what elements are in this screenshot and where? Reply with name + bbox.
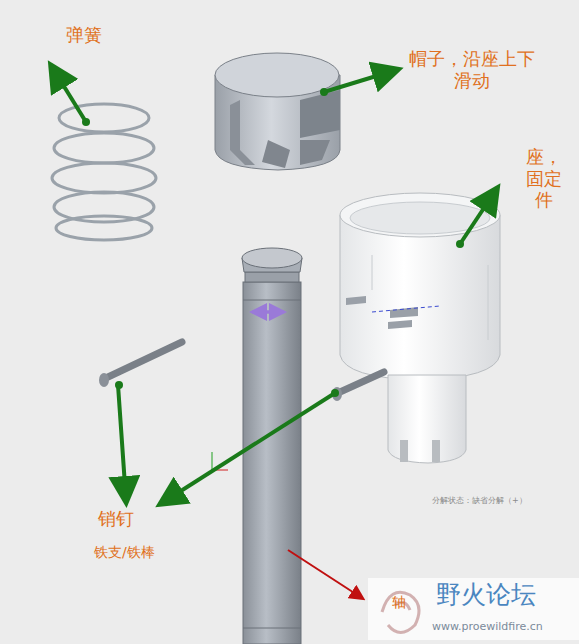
part-name: 轴 xyxy=(392,594,406,611)
part-name: 座，固定件 xyxy=(524,146,564,211)
part-name: 销钉 xyxy=(98,508,134,530)
part-name: 弹簧 xyxy=(66,24,102,46)
watermark-url: www.proewildfire.cn xyxy=(432,620,543,633)
part-note: 铁支/铁棒 xyxy=(94,544,155,561)
part-name: 帽子，沿座上下滑动 xyxy=(402,48,542,91)
watermark: 野火论坛 xyxy=(436,580,536,610)
status-note: 分解状态：缺省分解（+） xyxy=(432,496,527,506)
